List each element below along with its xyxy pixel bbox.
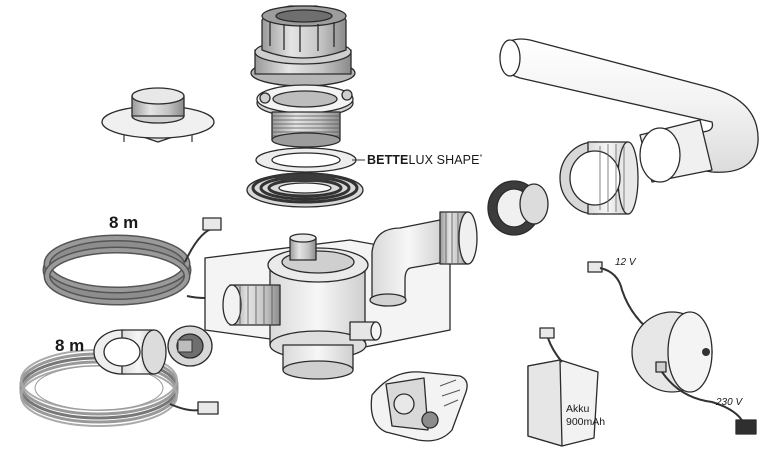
battery-pack bbox=[527, 327, 599, 447]
elbow-pipe bbox=[499, 38, 759, 183]
brand-bold: BETTE bbox=[367, 153, 409, 168]
cable-length-label-upper: 8 m bbox=[109, 213, 139, 232]
coupling-seal bbox=[487, 180, 549, 236]
threaded-tube bbox=[271, 111, 341, 148]
battery-label: Akku 900mAh bbox=[566, 403, 605, 429]
brand-rest: LUX SHAPE bbox=[408, 153, 480, 168]
waste-cap-top bbox=[250, 5, 356, 87]
shape-seal-set bbox=[246, 147, 365, 208]
voltage-label-230v: 230 V bbox=[716, 397, 743, 408]
flange-ring bbox=[256, 84, 354, 118]
coupling-nut bbox=[559, 141, 639, 215]
voltage-label-12v: 12 V bbox=[615, 257, 636, 268]
cable-coil-upper bbox=[42, 217, 223, 306]
union-nut-left bbox=[93, 325, 213, 375]
battery-label-line1: Akku bbox=[566, 403, 590, 415]
drain-plug bbox=[101, 87, 215, 143]
brand-mark: * bbox=[479, 154, 483, 161]
brand-label: BETTELUX SHAPE* bbox=[367, 154, 482, 167]
battery-label-line2: 900mAh bbox=[566, 416, 606, 428]
actuator-bracket bbox=[370, 371, 468, 442]
cable-length-label-lower: 8 m bbox=[55, 336, 85, 355]
control-module bbox=[631, 311, 757, 435]
overflow-elbow bbox=[369, 211, 478, 307]
